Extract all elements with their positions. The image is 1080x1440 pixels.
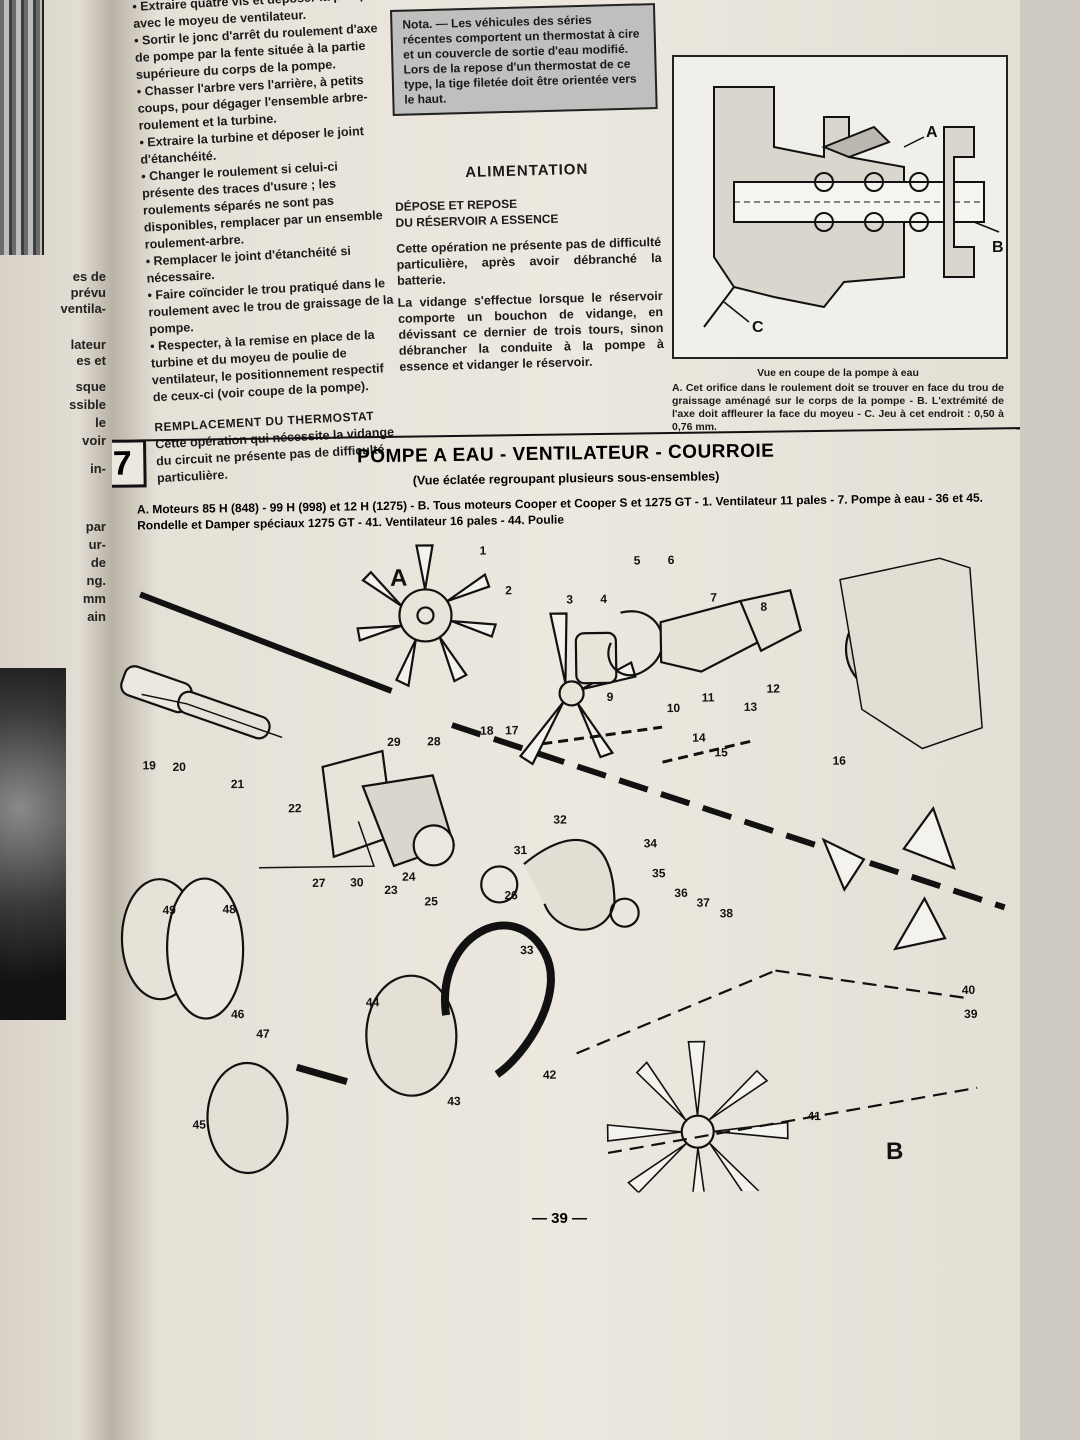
left-fragment: es de	[72, 269, 106, 284]
part-number: 39	[964, 1007, 978, 1021]
left-fragment: voir	[82, 433, 106, 448]
part-number: 29	[387, 735, 401, 749]
part-number: 46	[231, 1007, 245, 1021]
part-number: 7	[710, 590, 717, 604]
part-number: 37	[696, 895, 710, 909]
left-fragment: ur-	[88, 537, 106, 552]
exploded-view-box: 7 POMPE A EAU - VENTILATEUR - COURROIE (…	[112, 426, 1020, 1220]
subheading-line: DÉPOSE ET REPOSE	[394, 196, 518, 214]
left-fragment: ng.	[86, 573, 107, 588]
left-fragment: mm	[82, 591, 106, 606]
part-number: 8	[760, 600, 767, 614]
left-fragment: le	[95, 415, 106, 430]
figure-label: B	[992, 239, 1004, 256]
pump-figure-column: A B C Vue en coupe de la pompe à eau A. …	[672, 55, 1008, 434]
left-fragment: sque	[75, 379, 106, 394]
part-number: 20	[172, 760, 186, 774]
part-number: 3	[566, 592, 573, 606]
main-page: • Extraire quatre vis et déposer la pomp…	[112, 0, 1020, 1440]
part-number: 33	[520, 943, 534, 957]
part-number: 35	[652, 866, 666, 880]
part-number: 12	[766, 681, 780, 695]
part-number: 4	[600, 592, 607, 606]
figure-label: A	[926, 124, 938, 141]
part-number: 42	[543, 1068, 557, 1082]
left-fragment: ventila-	[60, 301, 106, 316]
nota-box: Nota. — Les véhicules des séries récente…	[390, 3, 658, 116]
exploded-view-drawing: A B 1 2 3 4 5 6 7 8 9 10 11 12 13 14 15 …	[120, 544, 1006, 1200]
left-page: es de prévu ventila- lateur es et sque s…	[0, 0, 112, 1440]
part-number: 28	[427, 734, 441, 748]
left-fragment: lateur	[70, 337, 106, 352]
paragraph: • Respecter, à la remise en place de la …	[149, 327, 385, 405]
table-background	[1020, 0, 1080, 1440]
subheading: DÉPOSE ET REPOSE DU RÉSERVOIR A ESSENCE	[395, 192, 661, 231]
part-number: 36	[674, 886, 688, 900]
text-column-2: Nota. — Les véhicules des séries récente…	[390, 3, 665, 381]
left-fragment: ssible	[69, 397, 106, 412]
part-number: 45	[192, 1118, 206, 1132]
left-page-photo-top	[0, 0, 44, 255]
part-number: 9	[607, 690, 614, 704]
part-number: 30	[350, 875, 364, 889]
part-number: 14	[692, 731, 706, 745]
left-fragment: de	[90, 555, 106, 570]
part-number: 13	[744, 700, 758, 714]
part-number: 24	[402, 870, 416, 884]
part-number: 32	[553, 812, 567, 826]
left-fragment: par	[85, 519, 106, 534]
part-number: 17	[505, 723, 519, 737]
part-number: 43	[447, 1094, 461, 1108]
part-number: 40	[962, 983, 976, 997]
caption-text: A. Cet orifice dans le roulement doit se…	[672, 382, 1004, 433]
pump-cross-section-drawing: A B C	[703, 86, 1004, 336]
part-number: 38	[720, 906, 734, 920]
part-number: 2	[505, 583, 512, 597]
figure-label: C	[752, 319, 764, 336]
paragraph: • Changer le roulement si celui-ci prése…	[140, 159, 383, 252]
part-number: 22	[288, 801, 302, 815]
part-number: 34	[644, 836, 658, 850]
text-column-1: • Extraire quatre vis et déposer la pomp…	[112, 0, 407, 488]
part-number: 49	[162, 903, 176, 917]
left-fragment: es et	[76, 353, 106, 368]
left-fragment: ain	[87, 609, 106, 624]
part-number: 11	[702, 690, 715, 704]
part-number: 41	[807, 1109, 821, 1123]
paragraph: La vidange s'effectue lorsque le réservo…	[397, 288, 665, 374]
figure-caption: Vue en coupe de la pompe à eau A. Cet or…	[672, 367, 1004, 434]
part-number: 19	[142, 758, 156, 772]
pump-cross-section-figure: A B C	[672, 55, 1008, 359]
paragraph: Cette opération ne présente pas de diffi…	[396, 234, 662, 288]
part-number: 44	[366, 995, 380, 1009]
part-number: 47	[256, 1027, 270, 1041]
part-number: 21	[231, 777, 245, 791]
left-page-photo-bottom	[0, 668, 66, 1020]
part-number: 27	[312, 876, 326, 890]
left-fragment: in-	[90, 461, 106, 476]
part-number: 1	[479, 544, 486, 558]
part-number: 18	[480, 724, 494, 738]
part-number: 48	[222, 902, 236, 916]
part-number: 5	[634, 553, 641, 567]
part-number: 23	[384, 883, 398, 897]
group-label: A	[390, 565, 408, 592]
part-number: 6	[668, 553, 675, 567]
part-number: 15	[714, 745, 728, 759]
caption-title: Vue en coupe de la pompe à eau	[757, 367, 919, 379]
part-number: 16	[832, 754, 846, 768]
part-number: 31	[514, 843, 528, 857]
part-number: 26	[504, 888, 518, 902]
subheading-line: DU RÉSERVOIR A ESSENCE	[395, 211, 559, 230]
part-number: 10	[667, 701, 681, 715]
group-label: B	[886, 1138, 904, 1165]
part-number: 25	[424, 894, 438, 908]
section-title: ALIMENTATION	[465, 160, 589, 182]
page-number: — 39 —	[532, 1210, 588, 1227]
left-fragment: prévu	[70, 285, 106, 300]
